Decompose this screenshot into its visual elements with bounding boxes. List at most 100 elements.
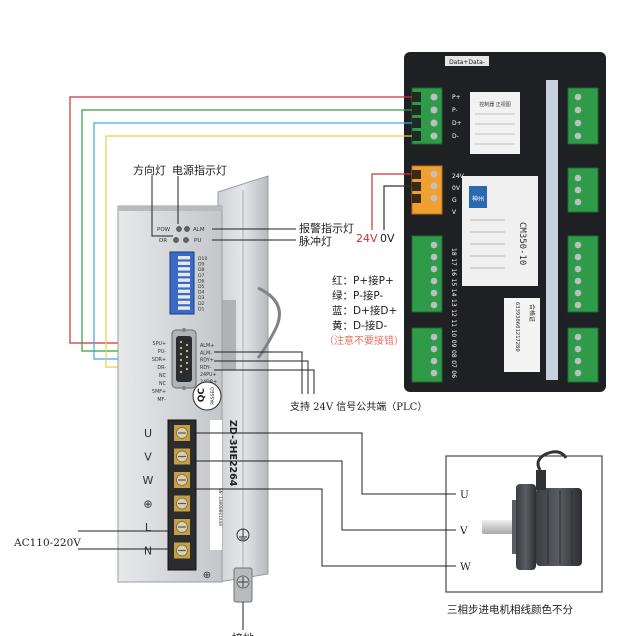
wire-0v bbox=[383, 185, 412, 230]
dip-switch-keys bbox=[178, 256, 190, 310]
driver-led-pow bbox=[176, 226, 182, 232]
driver-bottom-ground: ⊕ bbox=[203, 570, 211, 581]
label-0v: 0V bbox=[380, 232, 395, 245]
controller-right-pin: 06 bbox=[558, 294, 565, 302]
label-alarm-led: 报警指示灯 bbox=[299, 221, 354, 235]
driver-right-pin: RDY- bbox=[200, 365, 211, 371]
dip-label: D1 bbox=[198, 306, 205, 312]
dip-key-6[interactable] bbox=[178, 284, 190, 288]
wire-24v bbox=[371, 173, 412, 230]
legend-row: 绿：P-接P- bbox=[332, 289, 383, 302]
driver-led-alm-label: ALM bbox=[193, 227, 205, 233]
driver-model-sticker bbox=[210, 420, 222, 550]
pin-p-minus: P- bbox=[452, 107, 458, 114]
label-ground: 接地 bbox=[232, 632, 254, 636]
controller-left-pin: 09 bbox=[450, 340, 457, 348]
controller-right-strip bbox=[546, 80, 558, 380]
motor-terminal-label: V bbox=[459, 525, 468, 537]
controller-serial: 633930601217280 bbox=[514, 302, 520, 352]
dip-label: D4 bbox=[198, 290, 205, 296]
wiring-legend: 红：P+接P+绿：P-接P-蓝：D+接D+黄：D-接D- bbox=[332, 274, 397, 332]
dip-key-10[interactable] bbox=[178, 306, 190, 310]
driver-power-terminal bbox=[167, 419, 197, 571]
controller-left-pin: 06 bbox=[450, 370, 457, 378]
controller-left-pin: 15 bbox=[450, 279, 457, 287]
terminal-block-io-right-1 bbox=[567, 87, 599, 145]
controller-left-pin: 17 bbox=[450, 258, 457, 266]
motor-flange bbox=[516, 484, 536, 570]
legend-row: 黄：D-接D- bbox=[332, 319, 387, 332]
label-plc-common: 支持 24V 信号公共端（PLC） bbox=[290, 400, 427, 413]
dip-key-2[interactable] bbox=[178, 261, 190, 265]
controller-right-pin: 01 bbox=[558, 244, 565, 252]
terminal-block-io-left-2 bbox=[411, 327, 443, 383]
motor-note: 三相步进电机相线颜色不分 bbox=[447, 603, 573, 616]
dip-label: D9 bbox=[198, 262, 205, 268]
dip-label: D7 bbox=[198, 273, 205, 279]
controller-cert-label bbox=[504, 298, 540, 372]
driver-terminal-labels: UVW⊕LN bbox=[143, 427, 154, 558]
terminal-block-power bbox=[411, 165, 443, 215]
controller-right-pin: 04 bbox=[558, 274, 565, 282]
pin-p-plus: P+ bbox=[452, 94, 461, 101]
driver-terminal-label: U bbox=[144, 427, 152, 440]
controller-right-pin: 07 bbox=[558, 304, 565, 312]
terminal-block-io-right-3 bbox=[567, 235, 599, 313]
driver-led-pow-label: POW bbox=[157, 227, 171, 233]
db15-connector bbox=[171, 328, 197, 390]
driver-led-pu-label: PU bbox=[194, 238, 201, 244]
driver-right-pin: ALM+ bbox=[200, 343, 214, 349]
pin-24v: 24V bbox=[452, 173, 465, 180]
driver-terminal-label: N bbox=[144, 545, 152, 558]
driver-terminal-label: L bbox=[145, 521, 152, 534]
dip-label: D8 bbox=[198, 267, 205, 273]
label-24v: 24V bbox=[356, 232, 378, 245]
motor-box bbox=[445, 455, 603, 593]
controller-right-pin: 00 bbox=[558, 324, 565, 332]
dip-key-8[interactable] bbox=[178, 295, 190, 299]
driver-left-pin: PU- bbox=[158, 349, 166, 355]
dip-label: D5 bbox=[198, 284, 205, 290]
controller-header-bar bbox=[445, 56, 489, 66]
controller-left-pin: 08 bbox=[450, 350, 457, 358]
controller-right-pin: 03 bbox=[558, 264, 565, 272]
qc-sticker: QC PASSED bbox=[192, 381, 222, 411]
controller-right-pin: 05 bbox=[558, 284, 565, 292]
dip-key-4[interactable] bbox=[178, 272, 190, 277]
controller-left-pin: 12 bbox=[450, 309, 457, 317]
controller-right-pin: 01 bbox=[558, 334, 565, 342]
label-pulse-led: 脉冲灯 bbox=[299, 234, 332, 248]
wiring-warning: （注意不要接错） bbox=[324, 334, 404, 347]
dip-key-7[interactable] bbox=[178, 289, 190, 293]
motor-terminal-label: U bbox=[460, 489, 469, 501]
label-power-led: 电源指示灯 bbox=[172, 163, 227, 177]
dip-key-5[interactable] bbox=[178, 278, 190, 282]
controller-right-pin: 02 bbox=[558, 344, 565, 352]
controller-right-pin: 02 bbox=[558, 254, 565, 262]
dip-key-9[interactable] bbox=[178, 300, 190, 305]
controller-left-pin: 11 bbox=[450, 319, 457, 327]
dip-key-1[interactable] bbox=[178, 256, 190, 260]
led-callouts bbox=[151, 176, 296, 241]
motor-wires bbox=[196, 432, 456, 567]
driver-terminal-label: ⊕ bbox=[143, 498, 152, 511]
pin-v: V bbox=[452, 209, 457, 216]
pin-g: G bbox=[452, 197, 457, 204]
driver-right-pin: RDY+ bbox=[200, 358, 214, 364]
driver-left-pin: SDR+ bbox=[152, 357, 166, 363]
driver-left-pin: 5MF+ bbox=[152, 389, 166, 395]
controller-header-label: Data+Data- bbox=[449, 59, 485, 66]
controller-cert-text: 合格证 bbox=[528, 304, 536, 322]
motor-body bbox=[536, 488, 582, 566]
terminal-block-data bbox=[411, 87, 443, 145]
dip-switch[interactable] bbox=[169, 251, 195, 315]
controller-left-pin: 10 bbox=[450, 330, 457, 338]
dip-key-3[interactable] bbox=[178, 267, 190, 271]
stepper-motor bbox=[482, 450, 582, 570]
terminal-block-io-right-4 bbox=[567, 327, 599, 383]
pin-0v: 0V bbox=[452, 185, 461, 192]
